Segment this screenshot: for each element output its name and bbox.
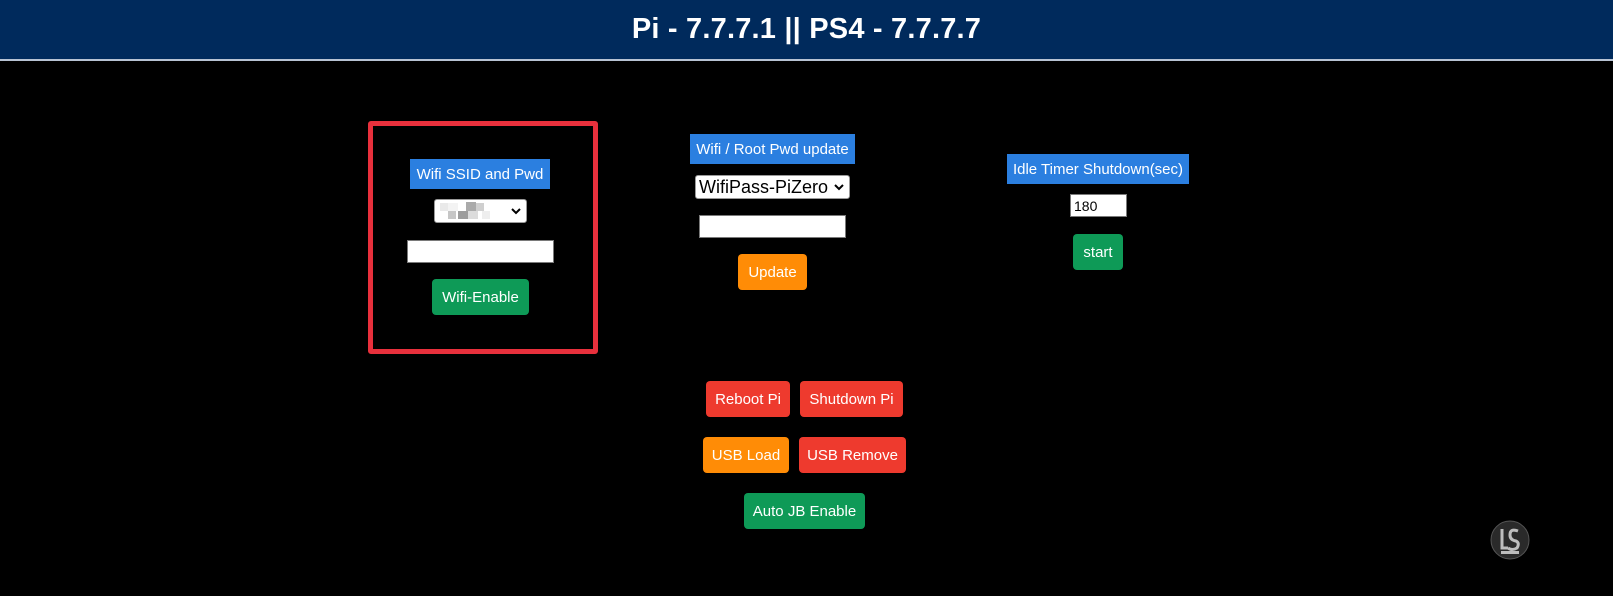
- usb-load-button[interactable]: USB Load: [703, 437, 789, 473]
- chevron-down-icon: [832, 180, 846, 194]
- update-button[interactable]: Update: [738, 254, 807, 290]
- wifi-section-highlight: [368, 121, 598, 354]
- page-header: Pi - 7.7.7.1 || PS4 - 7.7.7.7: [0, 0, 1613, 61]
- pwd-target-select-value: WifiPass-PiZero: [699, 176, 829, 197]
- reboot-pi-button[interactable]: Reboot Pi: [706, 381, 790, 417]
- chevron-down-icon: [509, 204, 523, 218]
- wifi-password-input[interactable]: [407, 240, 554, 263]
- wifi-ssid-select-value: [435, 200, 509, 222]
- shutdown-pi-button[interactable]: Shutdown Pi: [800, 381, 903, 417]
- page-title: Pi - 7.7.7.1 || PS4 - 7.7.7.7: [631, 13, 982, 45]
- usb-remove-button[interactable]: USB Remove: [799, 437, 906, 473]
- start-button[interactable]: start: [1073, 234, 1123, 270]
- idle-timer-label: Idle Timer Shutdown(sec): [1007, 154, 1189, 184]
- redacted-ssid-icon: [440, 202, 490, 220]
- wifi-ssid-select[interactable]: [434, 199, 527, 223]
- ls-watermark-logo-icon: [1490, 520, 1530, 560]
- new-password-input[interactable]: [699, 215, 846, 238]
- pwd-update-label: Wifi / Root Pwd update: [690, 134, 855, 164]
- wifi-ssid-pwd-label: Wifi SSID and Pwd: [410, 159, 550, 189]
- wifi-enable-button[interactable]: Wifi-Enable: [432, 279, 529, 315]
- auto-jb-enable-button[interactable]: Auto JB Enable: [744, 493, 865, 529]
- idle-timer-input[interactable]: 180: [1070, 194, 1127, 217]
- pwd-target-select[interactable]: WifiPass-PiZero: [695, 175, 850, 199]
